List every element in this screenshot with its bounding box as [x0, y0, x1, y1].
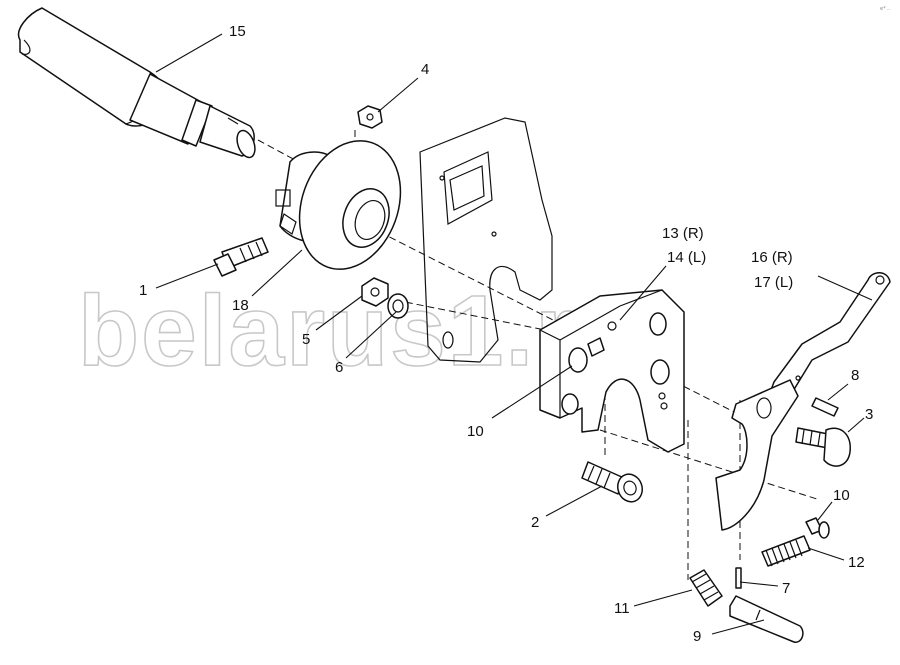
part-bracket — [539, 289, 685, 453]
part-pin-10-lower — [805, 517, 830, 539]
callout-10-lower: 10 — [833, 487, 850, 504]
part-nut-small — [357, 105, 383, 129]
callout-10-upper: 10 — [467, 423, 484, 440]
callout-5: 5 — [302, 331, 310, 348]
part-pin-8 — [811, 397, 839, 417]
callout-17-l: 17 (L) — [754, 274, 793, 291]
part-lever-arm — [715, 272, 891, 531]
part-spring-12 — [761, 535, 811, 567]
callout-16-r: 16 (R) — [751, 249, 793, 266]
part-hub-flange — [275, 140, 402, 270]
part-nut-5 — [361, 277, 389, 307]
callout-12: 12 — [848, 554, 865, 571]
callout-15: 15 — [229, 23, 246, 40]
part-spring-11 — [689, 569, 723, 607]
part-handle-shaft — [17, 7, 256, 159]
corner-mark: e* .. — [880, 6, 891, 12]
callout-7: 7 — [782, 580, 790, 597]
callout-13-r: 13 (R) — [662, 225, 704, 242]
callout-18: 18 — [232, 297, 249, 314]
callout-9: 9 — [693, 628, 701, 645]
part-rod-9 — [729, 595, 804, 643]
callout-14-l: 14 (L) — [667, 249, 706, 266]
callout-11: 11 — [614, 600, 630, 617]
callout-3: 3 — [865, 406, 873, 423]
part-washer-6 — [387, 293, 409, 319]
callout-2: 2 — [531, 514, 539, 531]
part-bolt-1 — [213, 237, 269, 277]
callout-6: 6 — [335, 359, 343, 376]
leader-lines — [155, 33, 873, 635]
part-screw-2 — [581, 461, 644, 503]
callout-8: 8 — [851, 367, 859, 384]
part-mounting-plate-outline — [419, 117, 553, 363]
callout-4: 4 — [421, 61, 429, 78]
part-pin-7 — [735, 567, 742, 589]
callout-labels: 15 4 1 18 5 6 13 (R) 14 (L) 16 (R) 17 (L… — [139, 23, 873, 645]
part-bolt-3 — [795, 427, 851, 467]
callout-1: 1 — [139, 282, 147, 299]
